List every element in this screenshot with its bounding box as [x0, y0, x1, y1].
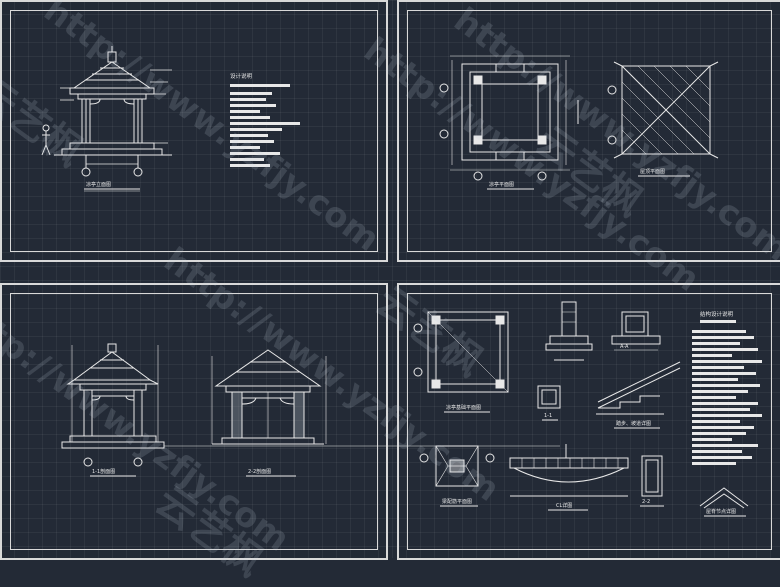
sheet4-cl-title: CL详图: [556, 502, 572, 509]
sheet1-notes-title: 设计说明: [230, 72, 253, 80]
drawing-sheet-1: [0, 0, 388, 262]
design-notes-block: [230, 84, 300, 167]
section-a-a-detail: [611, 311, 661, 351]
sheet4-detail-2-label: 2-2: [642, 499, 650, 505]
structure-notes-block: [692, 320, 762, 465]
sheet4-foundation-title: 凉亭基础平面图: [446, 404, 481, 411]
drawing-linework: 凉亭立面图 设计说明 凉亭平面图 屋顶平面图 1-1剖面图 2-2剖面图 凉亭基…: [41, 46, 762, 517]
section-2-2: [211, 349, 327, 477]
sheet2-roof-title: 屋顶平面图: [640, 169, 665, 175]
pavilion-floor-plan: [439, 55, 579, 190]
sheet4-detail-1-label: 1-1: [544, 413, 552, 419]
sheet1-elevation-title: 凉亭立面图: [86, 181, 111, 188]
foundation-plan: [413, 311, 509, 413]
pavilion-roof-plan: [607, 61, 719, 177]
sheet4-notes-title: 结构设计说明: [700, 310, 734, 318]
pavilion-elevation: [41, 46, 172, 192]
sheet4-detail-a-label: A-A: [620, 344, 629, 350]
sheet4-stair-title: 踏步、坡道详图: [616, 420, 651, 427]
beam-reinforcement-plan: [419, 445, 495, 507]
stair-ramp-detail: [596, 361, 681, 429]
drawing-sheet-2: [397, 0, 780, 262]
sheet3-section1-title: 1-1剖面图: [92, 468, 115, 475]
cap-detail: [640, 455, 664, 507]
section-1-1-detail: [537, 385, 561, 421]
sheet3-section2-title: 2-2剖面图: [248, 468, 271, 475]
column-detail: [545, 301, 593, 361]
cl-detail: [509, 444, 629, 511]
ridge-detail: [699, 487, 749, 517]
section-1-1: [61, 343, 165, 477]
sheet2-plan-title: 凉亭平面图: [489, 181, 514, 188]
sheet4-beam-title: 梁配筋平面图: [442, 498, 472, 505]
sheet4-ridge-title: 屋脊节点详图: [706, 508, 736, 515]
